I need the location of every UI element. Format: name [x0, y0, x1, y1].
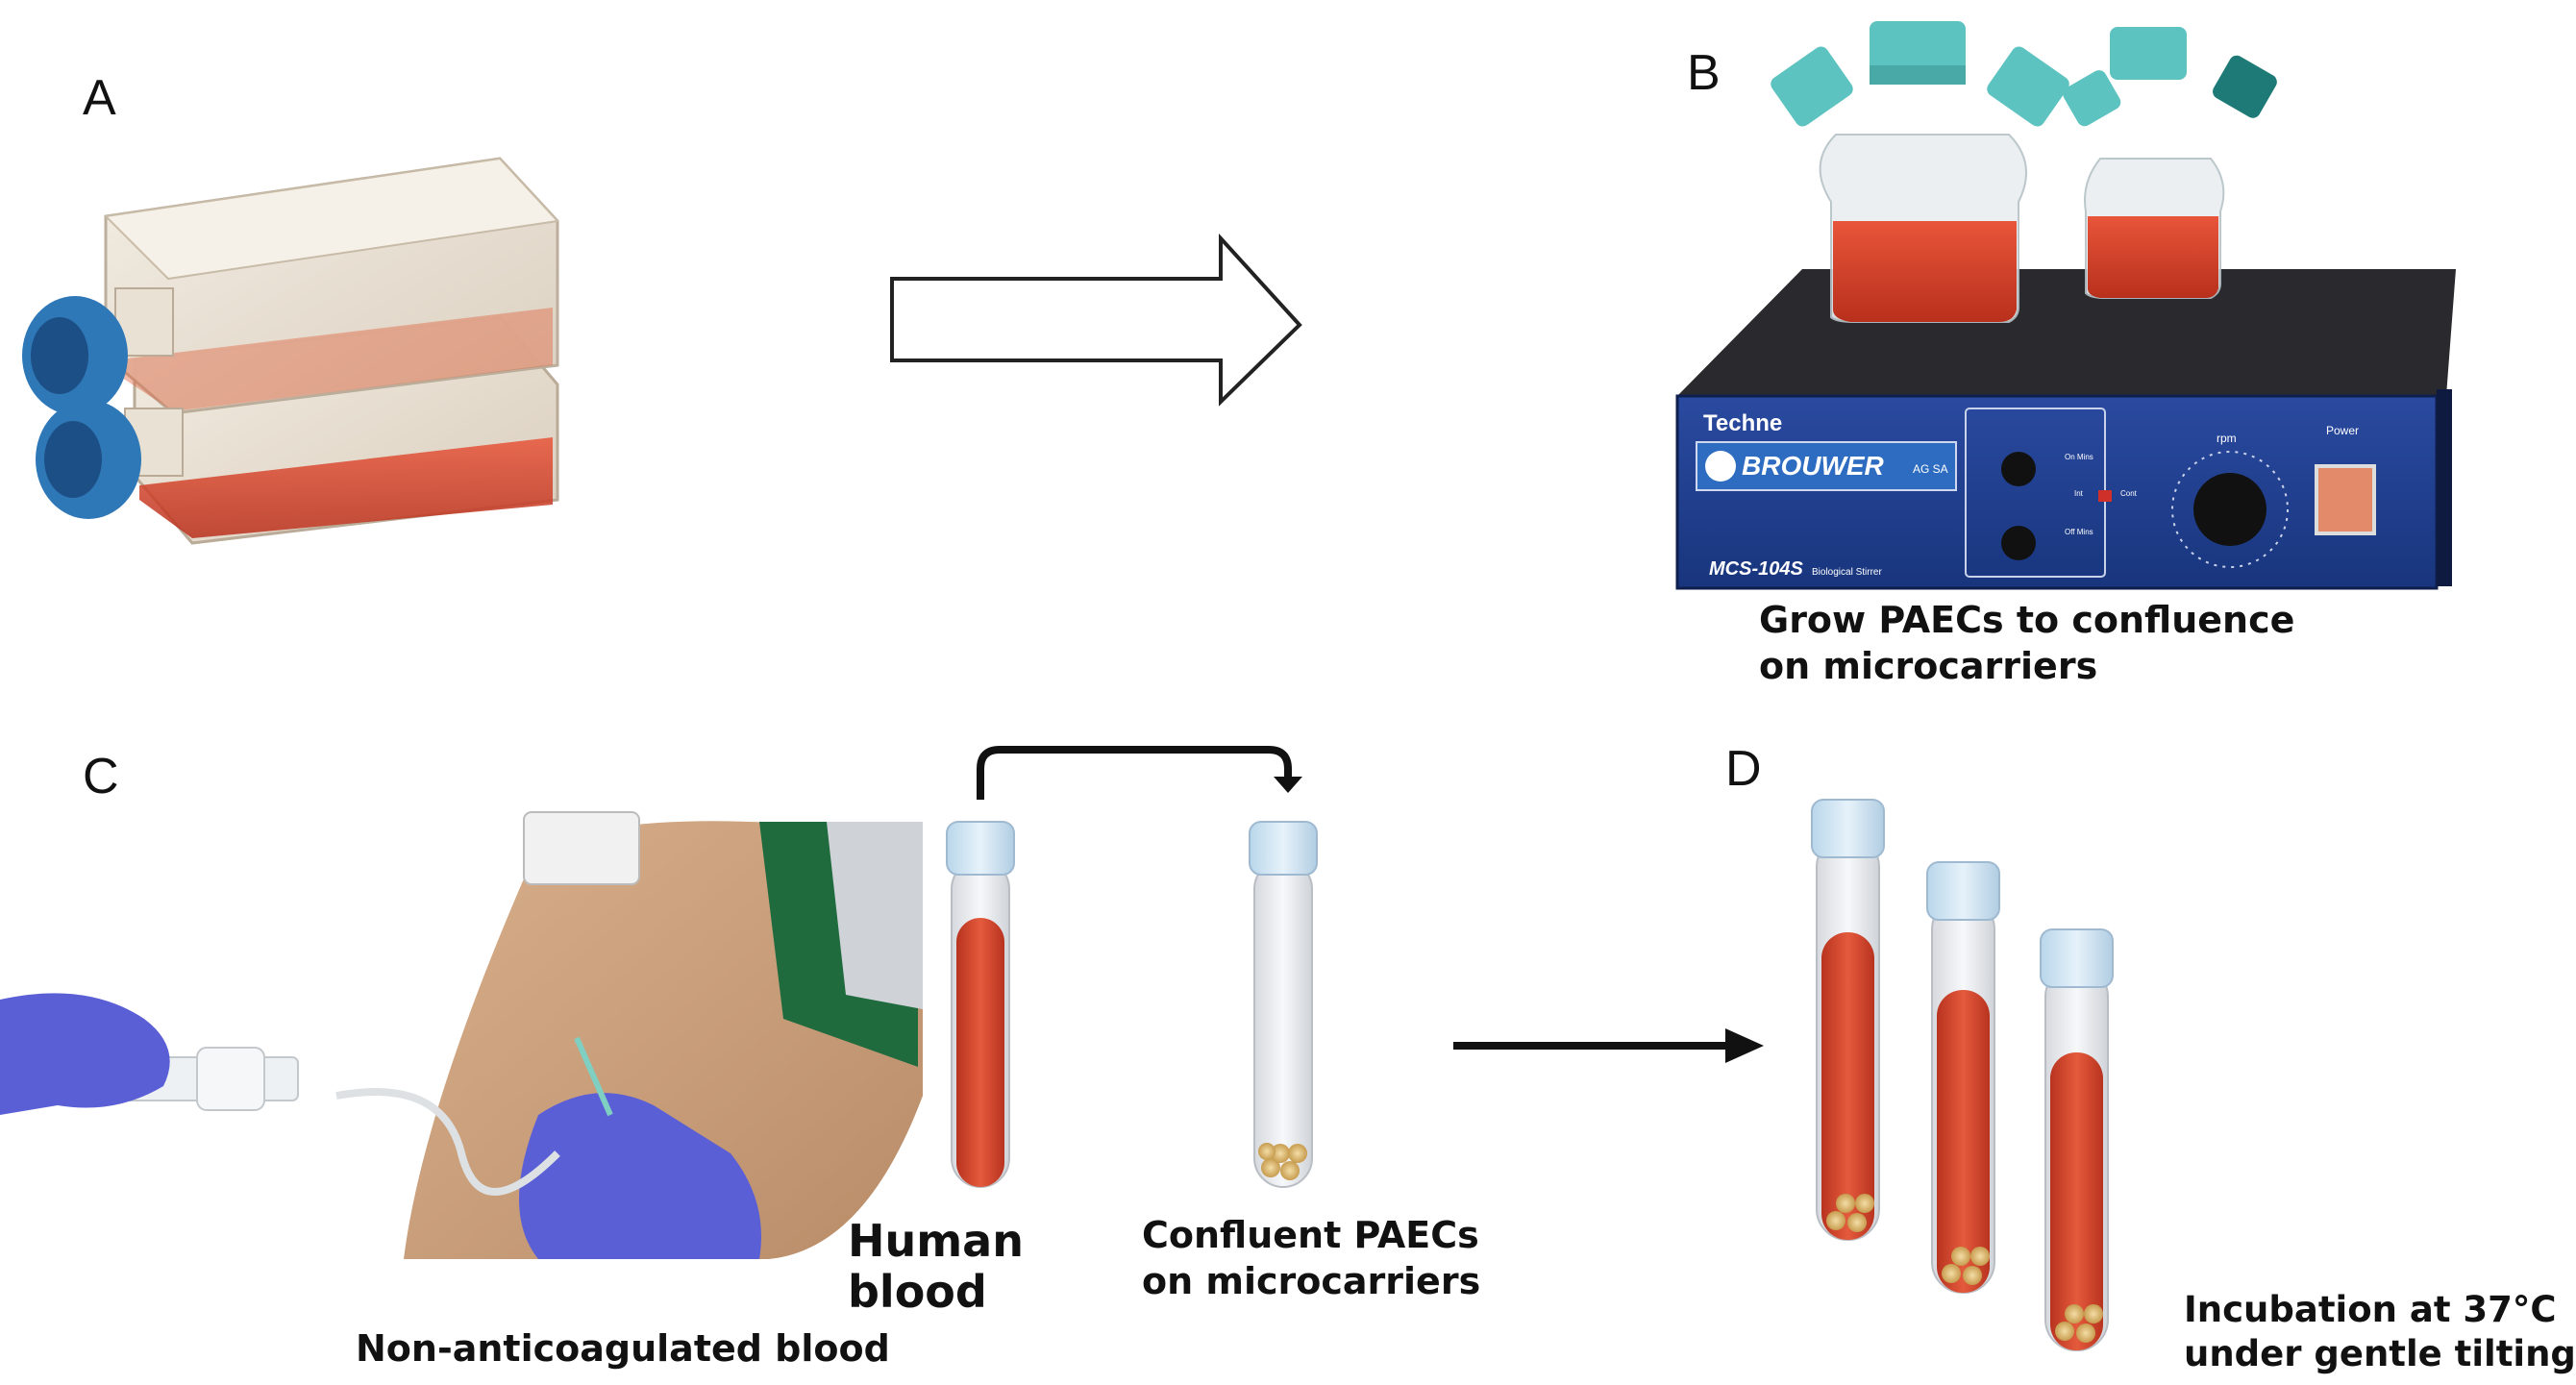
arrow-c-to-d-icon — [1453, 1028, 1764, 1063]
caption-non-anticoagulated: Non-anticoagulated blood — [356, 1327, 890, 1370]
stirrer-rpm-label: rpm — [2217, 432, 2237, 445]
caption-human-blood-line1: Human — [848, 1215, 1024, 1267]
caption-human-blood-line2: blood — [848, 1265, 987, 1318]
blood-draw-photo — [0, 811, 923, 1259]
panel-label-a: A — [83, 70, 116, 126]
stirrer-int: Int — [2074, 489, 2084, 498]
panel-label-b: B — [1687, 45, 1721, 101]
stirrer-cont: Cont — [2120, 489, 2138, 498]
arrow-a-to-b-icon — [890, 233, 1302, 407]
stirrer-on-mins: On Mins — [2065, 453, 2093, 461]
culture-flasks — [22, 157, 560, 545]
human-blood-tube — [946, 821, 1015, 1188]
stirrer-power-label: Power — [2326, 424, 2359, 437]
panel-label-c: C — [83, 749, 119, 804]
caption-confluent-line1: Confluent PAECs — [1142, 1214, 1479, 1256]
spinner-flasks — [1771, 21, 2277, 323]
microcarrier-beads-icon — [1258, 1143, 1307, 1180]
caption-incubation-line2: under gentle tilting — [2184, 1333, 2576, 1375]
caption-incubation: Incubation at 37°C under gentle tilting — [2184, 1288, 2576, 1377]
caption-incubation-line1: Incubation at 37°C — [2184, 1289, 2557, 1330]
caption-confluent-line2: on microcarriers — [1142, 1259, 1481, 1302]
stirrer-off-mins: Off Mins — [2065, 528, 2093, 536]
stirrer-maker: BROUWER — [1742, 451, 1885, 481]
panel-label-d: D — [1725, 741, 1762, 797]
stirrer-maker-suffix: AG SA — [1913, 462, 1948, 476]
caption-grow-line2: on microcarriers — [1759, 644, 2098, 687]
flask-cap-icon — [22, 296, 141, 519]
stirrer-model: MCS-104S — [1709, 558, 1803, 580]
incubation-tubes — [1811, 799, 2114, 1351]
stirrer-brand: Techne — [1703, 410, 1782, 436]
paec-microcarrier-tube — [1249, 821, 1318, 1188]
caption-confluent-paecs: Confluent PAECs on microcarriers — [1142, 1213, 1480, 1304]
transfer-arrow-icon — [977, 746, 1292, 800]
stirrer-model-desc: Biological Stirrer — [1812, 567, 1882, 578]
caption-grow-line1: Grow PAECs to confluence — [1759, 599, 2295, 641]
caption-human-blood: Human blood — [848, 1216, 1024, 1318]
caption-grow-paecs: Grow PAECs to confluence on microcarrier… — [1759, 598, 2294, 689]
transfer-arrowhead-icon — [1274, 777, 1302, 793]
